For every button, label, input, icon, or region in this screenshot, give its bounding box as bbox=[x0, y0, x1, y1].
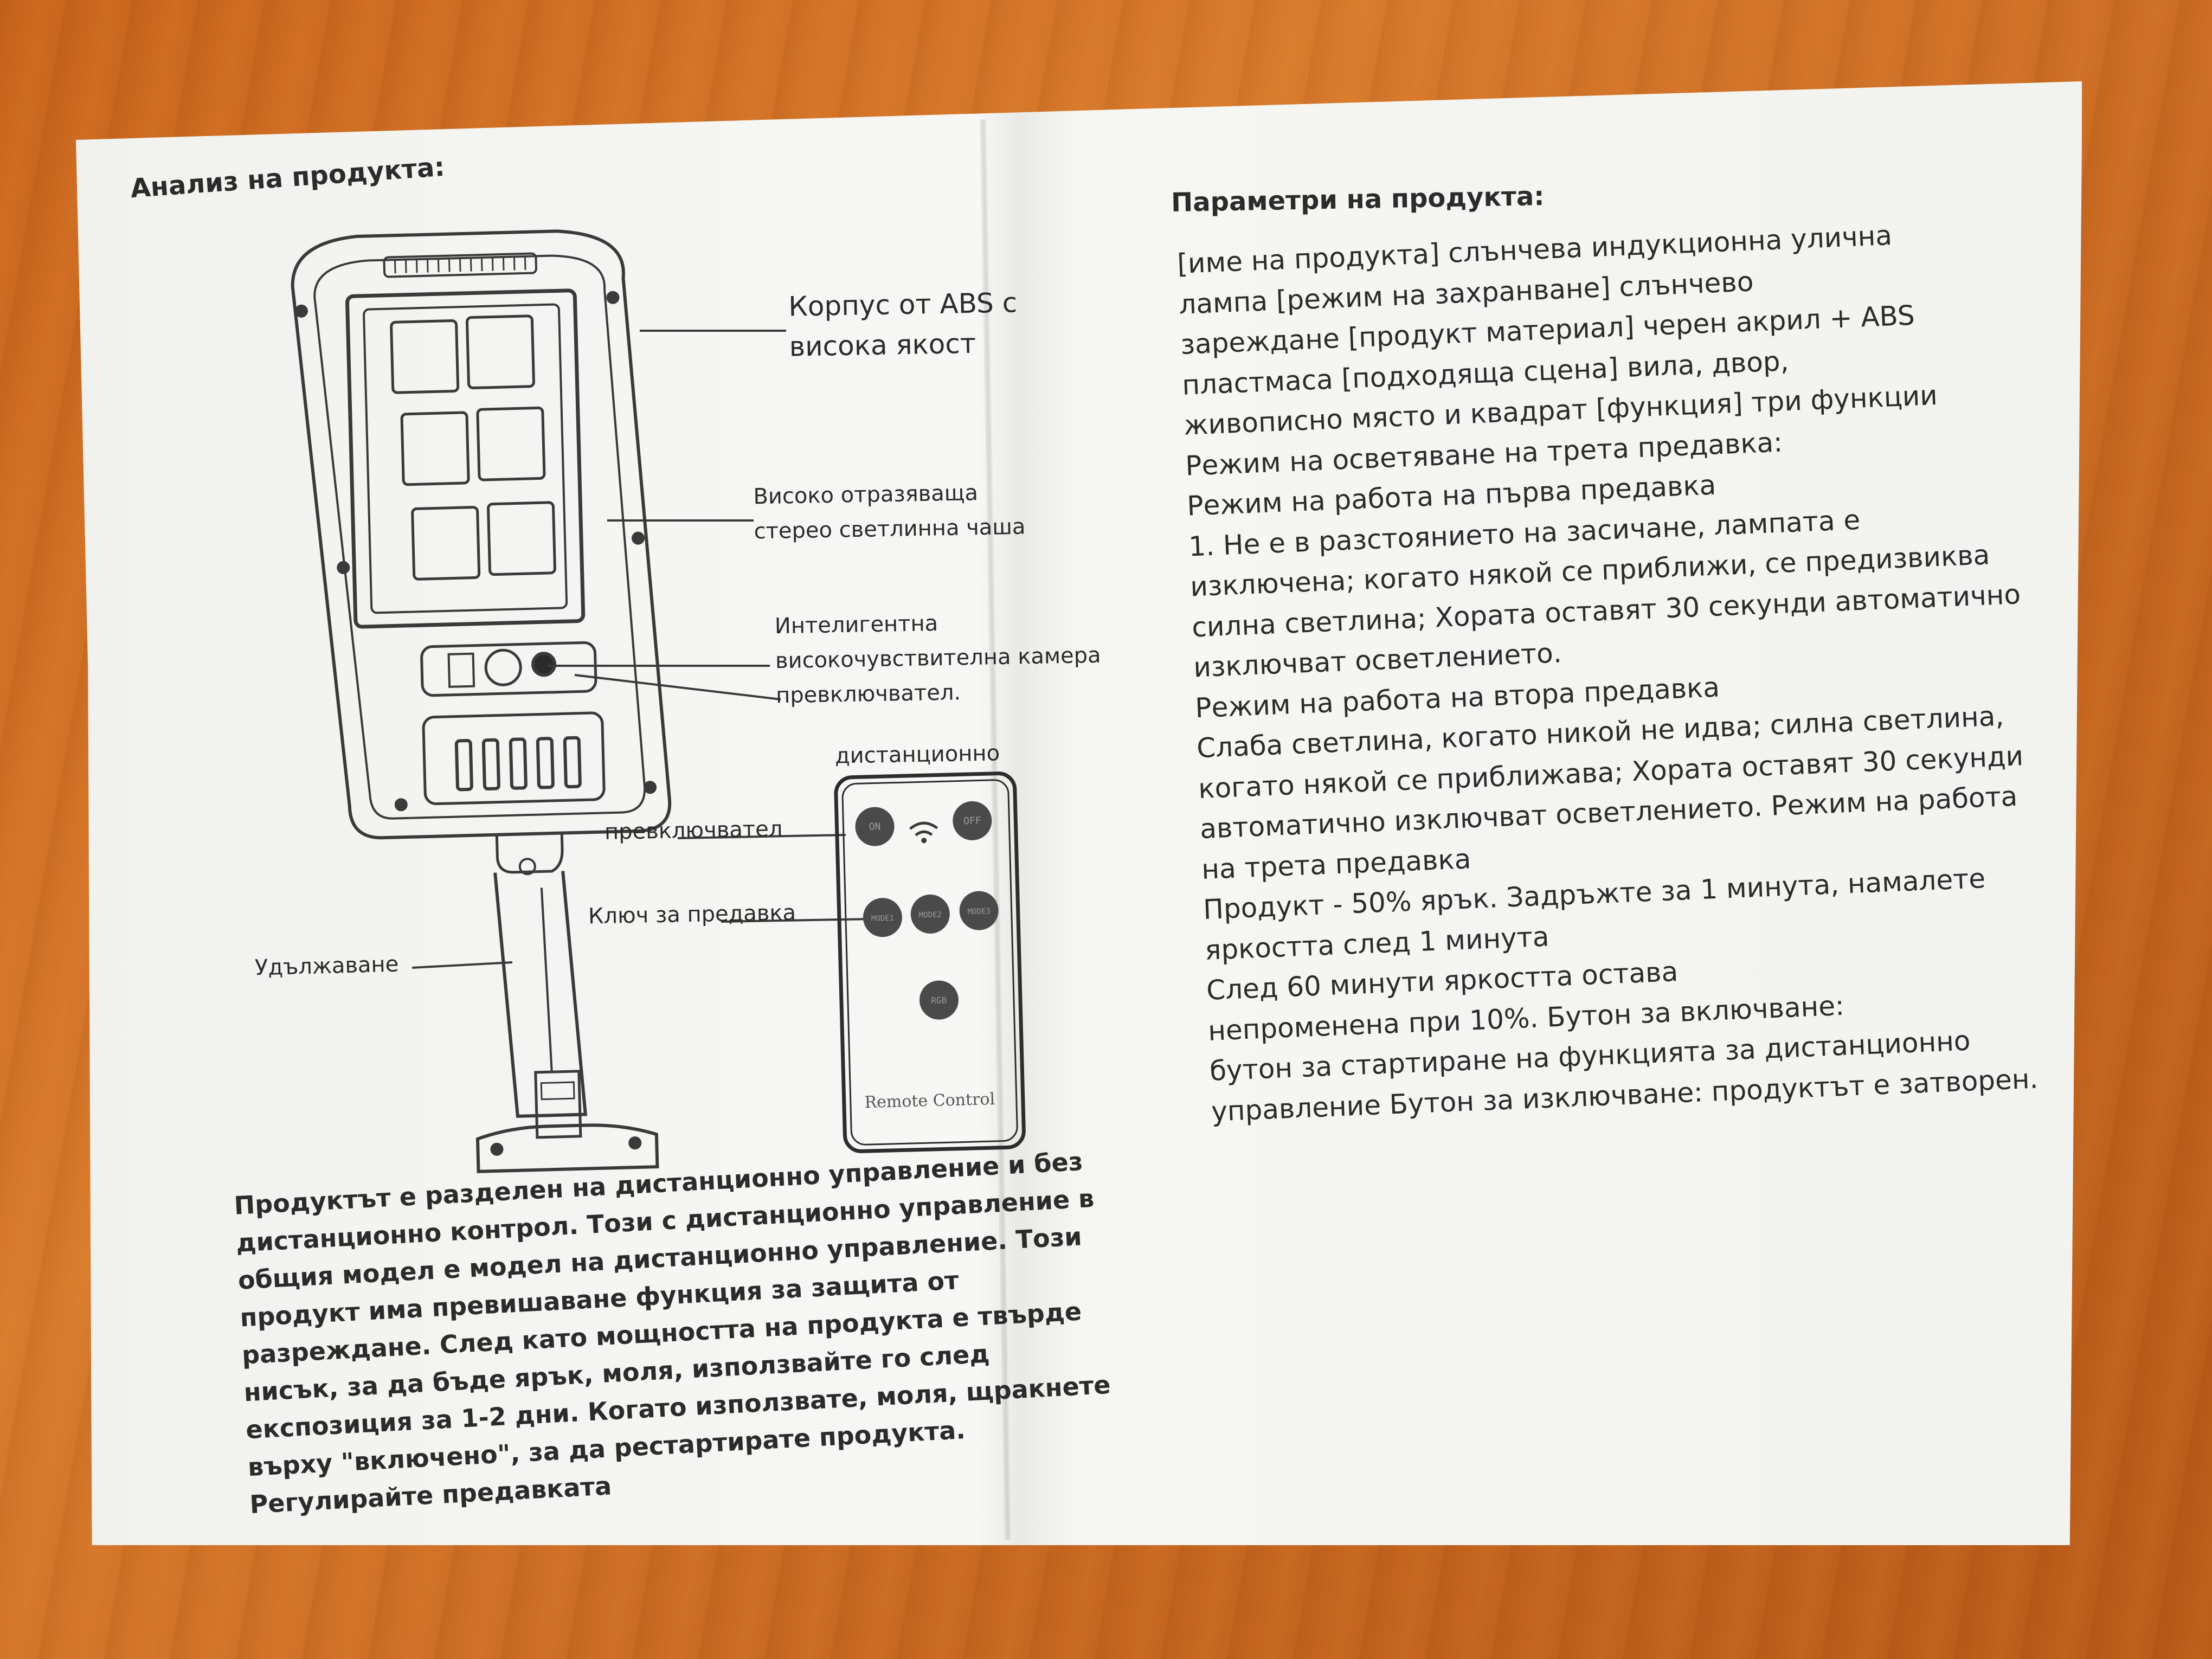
wifi-icon bbox=[909, 821, 938, 837]
label-sensor-line-2: високочувствителна камера bbox=[775, 642, 1101, 674]
remote-btn-off: OFF bbox=[963, 815, 981, 827]
mount-bracket bbox=[495, 833, 564, 874]
leader-mode-key bbox=[721, 918, 873, 923]
label-sensor: Интелигентна високочувствителна камера п… bbox=[774, 603, 1102, 713]
instruction-sheet bbox=[76, 81, 2082, 1545]
camera-sensor bbox=[531, 652, 557, 677]
label-reflector-line-2: стерео светлинна чаша bbox=[754, 514, 1026, 544]
leader-sensor-2 bbox=[574, 674, 781, 700]
lamp-housing bbox=[291, 229, 672, 840]
top-vent bbox=[383, 252, 537, 278]
label-reflector-line-1: Високо отразяваща bbox=[753, 480, 979, 510]
label-remote-switch: превключвател bbox=[604, 816, 783, 845]
remote-btn-on: ON bbox=[869, 821, 880, 833]
bottom-vents bbox=[422, 711, 606, 806]
leader-extension bbox=[411, 961, 513, 969]
label-housing-line-2: висока якост bbox=[789, 327, 976, 363]
label-extension: Удължаване bbox=[254, 951, 399, 981]
led-cells bbox=[390, 314, 556, 581]
remote-control: ON OFF MODE1 MODE2 MODE3 RGB Remote Cont… bbox=[834, 771, 1026, 1153]
label-mode-key: Ключ за предавка bbox=[588, 900, 796, 929]
pole-base bbox=[475, 1123, 659, 1173]
remote-btn-bottom: RGB bbox=[931, 995, 947, 1006]
led-panel bbox=[345, 288, 586, 629]
label-housing-line-1: Корпус от ABS с bbox=[788, 287, 1018, 323]
label-sensor-line-1: Интелигентна bbox=[774, 610, 938, 639]
right-parameters-text: [име на продукта] слънчева индукционна у… bbox=[1176, 209, 2073, 1131]
label-sensor-line-3: превключвател. bbox=[775, 680, 961, 709]
left-bottom-paragraph: Продуктът е разделен на дистанционно упр… bbox=[233, 1143, 1111, 1523]
extension-pole bbox=[493, 871, 588, 1118]
remote-btn-mode1: MODE1 bbox=[871, 914, 895, 923]
leader-remote-switch bbox=[677, 834, 846, 839]
remote-btn-mode3: MODE3 bbox=[967, 907, 991, 916]
label-housing: Корпус от ABS с висока якост bbox=[788, 282, 1018, 366]
label-remote-title: дистанционно bbox=[834, 741, 1000, 769]
remote-caption: Remote Control bbox=[864, 1090, 995, 1112]
lamp-inner-outline bbox=[313, 254, 646, 820]
label-reflector: Високо отразяваща стерео светлинна чаша bbox=[753, 475, 1026, 549]
remote-btn-mode2: MODE2 bbox=[919, 910, 942, 919]
